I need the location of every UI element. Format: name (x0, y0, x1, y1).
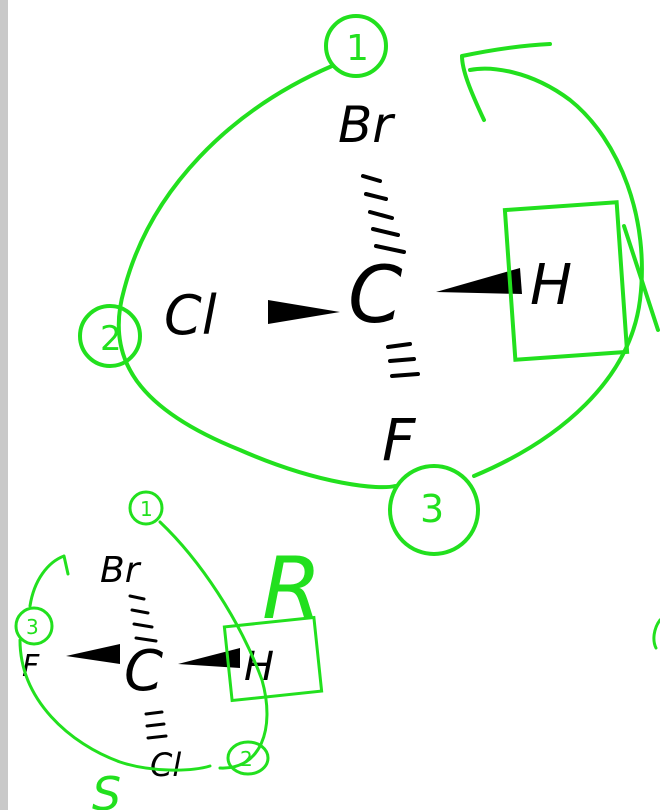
mol1-priority-marker-1: 1 (324, 14, 388, 78)
mol2-assignment-r: R (262, 539, 322, 639)
mol2-priority-marker-3: 3 (14, 606, 54, 646)
mol1-top-substituent: Br (338, 96, 396, 154)
mol2-rotation-path (18, 520, 269, 772)
molecule-2: Br C H F Cl 1 (14, 490, 324, 810)
mol2-bottom-substituent: Cl (150, 746, 181, 784)
mol2-priority-label-3: 3 (26, 615, 39, 639)
mol1-priority-marker-2: 2 (78, 304, 142, 368)
mol1-bottom-substituent: F (382, 406, 417, 474)
mol1-wedge-bond-left (268, 300, 340, 324)
mol1-priority-label-2: 2 (100, 319, 122, 359)
mol2-assignment-s: S (92, 767, 121, 810)
mol1-priority-marker-3: 3 (388, 464, 480, 556)
mol1-box-tail (622, 224, 660, 332)
mol1-rotation-path (116, 64, 644, 490)
mol2-direction-arrow (28, 554, 70, 608)
mol2-hashed-bond-top (128, 594, 158, 643)
mol1-wedge-bond-right (436, 268, 522, 294)
molecule-1: Br C H Cl F 1 (78, 14, 660, 556)
mol1-hashed-bond-top (361, 174, 406, 254)
mol1-direction-arrow (460, 42, 552, 122)
mol1-hashed-bond-bottom (386, 342, 420, 378)
mol1-priority-label-1: 1 (346, 28, 369, 69)
mol2-priority-label-1: 1 (140, 497, 153, 521)
mol2-priority-marker-1: 1 (128, 490, 164, 526)
mol2-top-substituent: Br (100, 550, 142, 591)
mol2-wedge-bond-left (66, 644, 120, 664)
mol2-hashed-bond-bottom (144, 710, 168, 740)
mol2-priority-marker-2: 2 (226, 740, 270, 776)
stray-mark (652, 618, 660, 650)
mol1-right-substituent: H (530, 253, 572, 318)
mol2-wedge-bond-right (178, 648, 240, 668)
left-gutter-bar (0, 0, 8, 810)
mol1-priority-label-3: 3 (420, 487, 444, 531)
mol2-lowest-priority-box (222, 615, 324, 703)
mol1-center-carbon: C (348, 251, 403, 341)
mol2-center-carbon: C (124, 639, 163, 704)
mol1-left-substituent: Cl (164, 284, 217, 347)
mol1-lowest-priority-box (502, 200, 630, 362)
